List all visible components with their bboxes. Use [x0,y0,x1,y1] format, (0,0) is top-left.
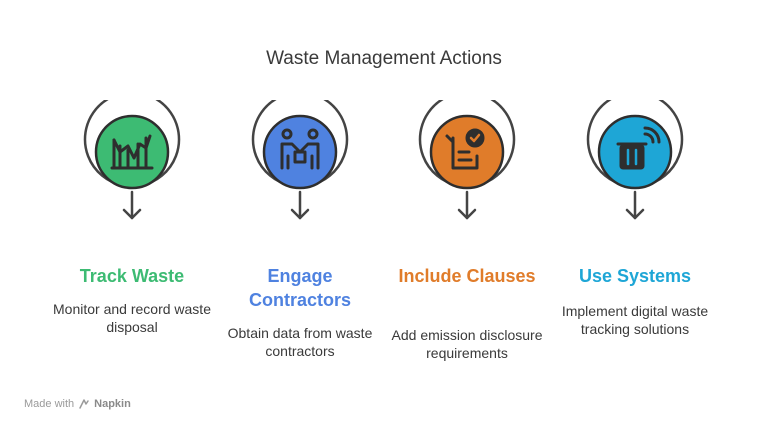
step-1-heading: Track Waste [79,266,185,286]
page-title: Waste Management Actions [266,48,502,69]
napkin-logo-icon [79,399,89,409]
step-4-description: Implement digital waste tracking solutio… [561,303,709,337]
step-3-graphic [417,91,517,230]
bar-graph-icon [110,134,154,170]
made-with-text: Made with [24,398,75,410]
handshake-people-icon [280,128,320,170]
step-3-description: Add emission disclosure requirements [391,327,543,361]
step-1-graphic [82,91,182,230]
step-4-graphic [585,91,685,230]
contract-check-icon [445,128,485,170]
step-2-description: Obtain data from waste contractors [227,325,373,359]
step-3-heading: Include Clauses [398,266,536,286]
step-2-graphic [250,91,350,230]
step-1-description: Monitor and record waste disposal [53,301,211,335]
step-4-heading: Use Systems [578,266,692,286]
napkin-brand: Napkin [94,398,131,410]
footer-credit: Made with Napkin [24,398,131,410]
step-2-heading: Engage Contractors [248,266,351,310]
smart-bin-icon [616,126,661,170]
